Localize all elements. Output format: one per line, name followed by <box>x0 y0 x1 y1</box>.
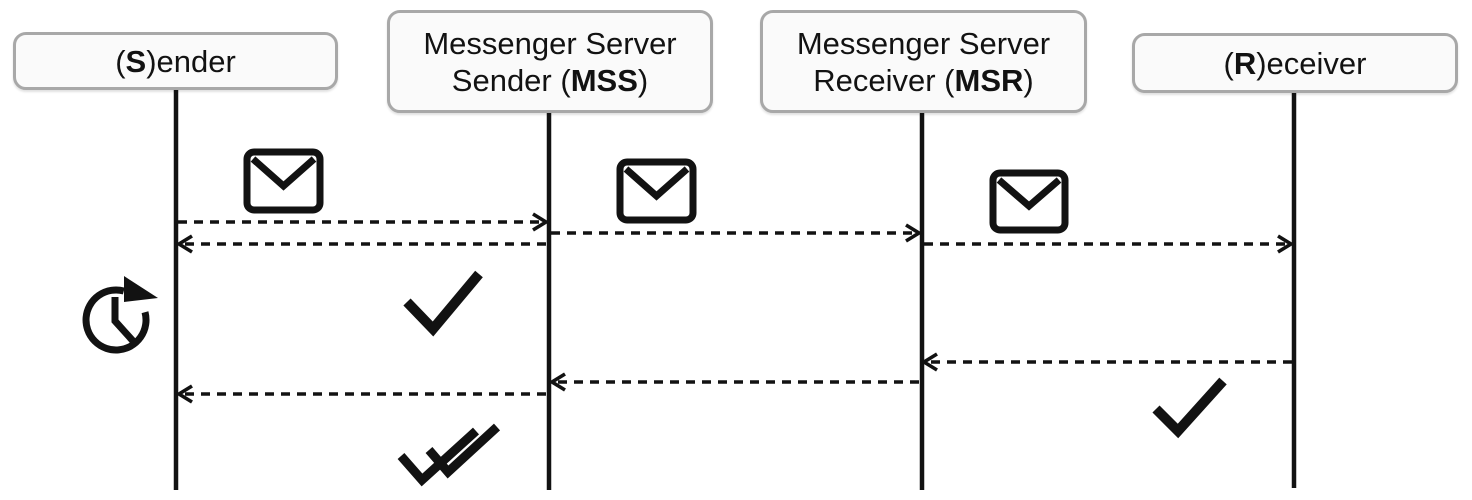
actor-box-mss: Messenger Server Sender (MSS) <box>387 10 713 113</box>
arrow-receiver-to-msr <box>920 352 1292 372</box>
label-part-bold: S <box>125 43 147 79</box>
arrow-mss-to-sender-ack <box>175 234 546 254</box>
actor-label-receiver: (R)eceiver <box>1224 45 1367 82</box>
label-part: )ender <box>146 43 236 79</box>
actor-box-sender: (S)ender <box>13 32 338 90</box>
check-icon <box>1152 377 1227 439</box>
envelope-icon <box>616 158 697 224</box>
check-icon <box>403 270 483 337</box>
label-part: ( <box>115 43 126 79</box>
envelope-icon <box>989 169 1069 234</box>
actor-label-msr-line1: Messenger Server <box>796 25 1051 61</box>
clock-timer-icon <box>82 276 158 354</box>
actor-box-receiver: (R)eceiver <box>1132 33 1458 93</box>
envelope-icon <box>243 148 324 214</box>
actor-label-msr-line2: Receiver (MSR) <box>813 62 1033 99</box>
label-part: ) <box>1023 62 1034 98</box>
arrow-msr-to-mss <box>548 372 919 392</box>
label-part-bold: MSR <box>954 62 1024 98</box>
label-part: ( <box>1223 45 1234 81</box>
label-part: )eceiver <box>1256 45 1367 81</box>
label-part: Receiver ( <box>813 62 955 98</box>
label-part: Sender ( <box>451 62 571 98</box>
actor-label-mss-line2: Sender (MSS) <box>452 62 648 99</box>
arrow-msr-to-receiver <box>924 234 1295 254</box>
label-part-bold: R <box>1233 45 1257 81</box>
label-part: ) <box>637 62 649 98</box>
arrow-mss-to-msr <box>551 223 923 243</box>
arrow-sender-to-mss <box>178 212 550 232</box>
actor-label-mss-line1: Messenger Server <box>423 25 677 61</box>
actor-label-sender: (S)ender <box>115 43 236 80</box>
arrow-mss-to-sender-report <box>175 384 546 404</box>
double-check-icon <box>397 423 501 487</box>
label-part-bold: MSS <box>570 62 638 98</box>
actor-box-msr: Messenger Server Receiver (MSR) <box>760 10 1087 113</box>
